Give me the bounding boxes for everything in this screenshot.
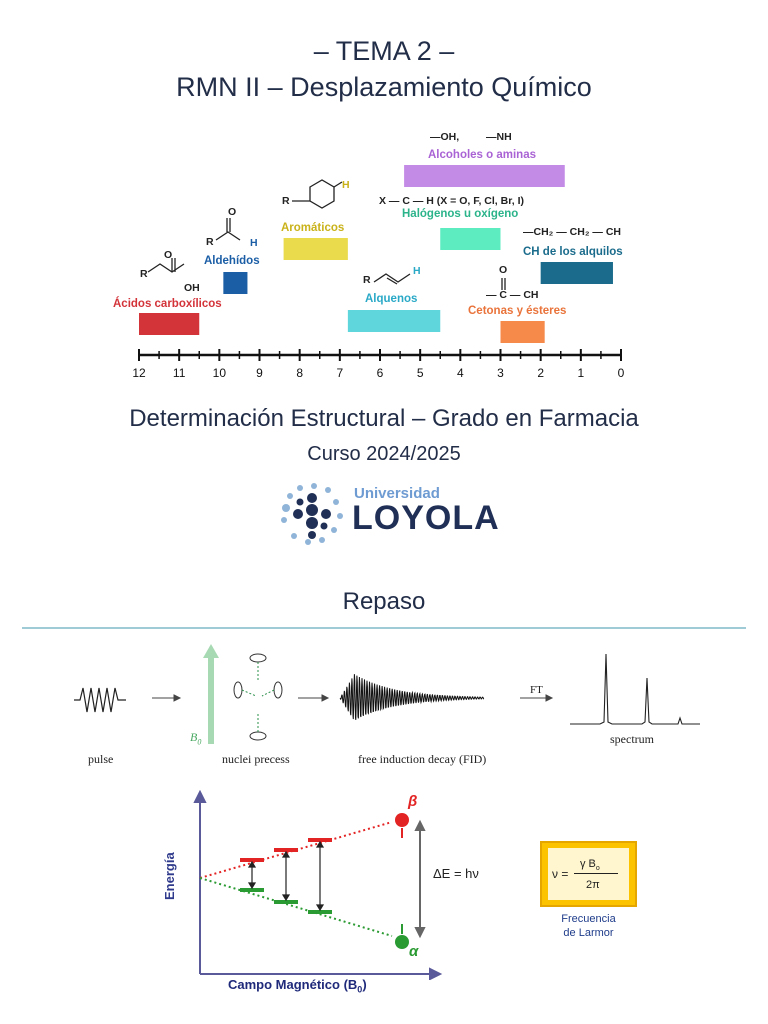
delta-e-label: ΔE = hν — [433, 866, 479, 881]
x-tick-label-9: 9 — [256, 366, 263, 380]
logo-text-loyola: LOYOLA — [352, 499, 500, 537]
struct-alkene-h: H — [413, 265, 421, 277]
spectrum-plot — [570, 653, 700, 725]
alkene-structure — [373, 273, 411, 285]
field-axis-label: Campo Magnético (B0) — [228, 977, 367, 995]
aldehyde-structure — [215, 218, 241, 241]
x-tick-label-10: 10 — [213, 366, 227, 380]
range-bar-2 — [283, 238, 348, 260]
energy-axis-label: Energía — [162, 852, 177, 900]
pulse-wave — [74, 687, 126, 713]
process-arrows — [152, 694, 554, 702]
fid-wave — [339, 674, 485, 720]
range-bar-1 — [223, 272, 248, 294]
section-title: Repaso — [342, 588, 426, 615]
loyola-logo-mark — [281, 483, 343, 545]
range-bar-5 — [440, 228, 501, 250]
x-tick-label-11: 11 — [173, 366, 186, 380]
struct-alkene-r: R — [363, 274, 371, 286]
struct-amine-nh: —NH — [486, 131, 512, 143]
beta-label: β — [408, 793, 418, 810]
nuclei-caption: nuclei precess — [222, 752, 290, 766]
slide-title-line2: RMN II – Desplazamiento Químico — [176, 72, 592, 102]
label-alquilos: CH de los alquilos — [523, 246, 623, 258]
ketone-structure — [501, 278, 506, 290]
struct-arom-h: H — [342, 179, 350, 191]
label-aromaticos: Aromáticos — [281, 222, 345, 234]
struct-ketone-o: O — [499, 264, 508, 276]
carboxylic-acid-structure — [147, 258, 185, 273]
x-tick-label-8: 8 — [296, 366, 303, 380]
b0-arrow — [208, 656, 214, 744]
label-aldehidos: Aldehídos — [204, 255, 260, 267]
label-alcoholes: Alcoholes o aminas — [428, 149, 537, 161]
fid-caption: free induction decay (FID) — [358, 752, 487, 766]
x-tick-label-2: 2 — [537, 366, 544, 380]
x-tick-label-5: 5 — [417, 366, 424, 380]
struct-aldehyde-h: H — [250, 237, 258, 249]
struct-acid-o: O — [164, 249, 173, 261]
label-acidos: Ácidos carboxílicos — [113, 298, 222, 310]
struct-aldehyde-o: O — [228, 206, 237, 218]
label-cetonas: Cetonas y ésteres — [468, 305, 567, 317]
struct-alkyl: —CH₂ — CH₂ — CH — [523, 226, 621, 238]
range-bar-4 — [404, 165, 565, 187]
struct-halogen: X — C — H (X = O, F, Cl, Br, I) — [379, 195, 524, 207]
energy-level-diagram — [193, 790, 443, 980]
larmor-formula-inner — [548, 848, 629, 900]
struct-acid-r: R — [140, 268, 148, 280]
alpha-label: α — [409, 943, 419, 960]
x-tick-label-0: 0 — [618, 366, 625, 380]
x-tick-label-4: 4 — [457, 366, 464, 380]
larmor-nu: ν = — [552, 867, 569, 881]
larmor-fraction-bar — [574, 873, 618, 874]
range-bar-7 — [540, 262, 613, 284]
larmor-numerator: γ Bo — [580, 858, 600, 873]
struct-ketone: — C — CH — [486, 289, 539, 301]
aromatic-ring-structure — [292, 179, 343, 209]
slide-title-line1: – TEMA 2 – — [313, 36, 455, 66]
range-bar-3 — [347, 310, 441, 332]
x-tick-label-1: 1 — [577, 366, 584, 380]
struct-arom-r: R — [282, 195, 290, 207]
ft-caption: FT — [530, 684, 543, 696]
logo-text-universidad: Universidad — [354, 485, 440, 502]
b0-caption: B0 — [190, 730, 202, 747]
larmor-denominator: 2π — [586, 879, 600, 891]
precessing-nuclei — [233, 653, 283, 741]
spectrum-caption: spectrum — [610, 732, 654, 746]
course-subject: Determinación Estructural – Grado en Far… — [129, 405, 639, 432]
range-bar-6 — [500, 321, 545, 343]
struct-aldehyde-r: R — [206, 236, 214, 248]
course-year: Curso 2024/2025 — [307, 443, 461, 465]
x-tick-label-12: 12 — [132, 366, 146, 380]
label-alquenos: Alquenos — [365, 293, 418, 305]
x-tick-label-7: 7 — [336, 366, 343, 380]
x-tick-label-6: 6 — [377, 366, 384, 380]
label-halogenos: Halógenos u oxígeno — [402, 208, 519, 220]
range-bar-0 — [139, 313, 200, 335]
section-divider — [22, 627, 746, 629]
nmr-process-diagram — [74, 644, 700, 744]
pulse-caption: pulse — [88, 752, 114, 766]
struct-acid-oh: OH — [184, 282, 200, 294]
struct-alcohol-oh: —OH, — [430, 131, 460, 143]
x-tick-label-3: 3 — [497, 366, 504, 380]
